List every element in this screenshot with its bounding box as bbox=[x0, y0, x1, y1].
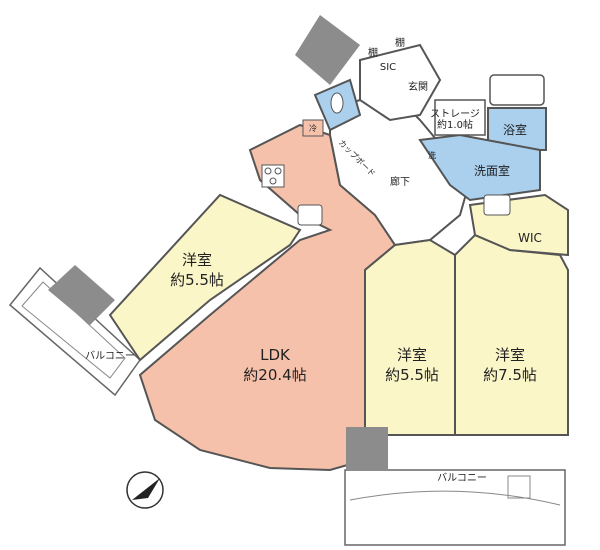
toilet-icon bbox=[330, 92, 344, 114]
hallway-label: 廊下 bbox=[390, 175, 410, 188]
stove-icon bbox=[261, 164, 285, 188]
western-room-2-name: 洋室 bbox=[397, 346, 427, 364]
room-western-1 bbox=[108, 193, 302, 362]
western-room-1-name: 洋室 bbox=[182, 251, 212, 269]
pillar-left bbox=[48, 265, 115, 325]
storage-label: ストレージ bbox=[430, 109, 480, 120]
western-room-3-name: 洋室 bbox=[495, 346, 525, 364]
washroom-label: 洗面室 bbox=[474, 163, 510, 178]
balcony-left-label: バルコニー bbox=[85, 350, 135, 362]
storage bbox=[434, 99, 486, 136]
fridge-space bbox=[302, 119, 324, 137]
washbasin-icon bbox=[483, 194, 511, 216]
bath-label: 浴室 bbox=[503, 122, 527, 137]
room-western-3 bbox=[454, 233, 569, 436]
western-room-3-size: 約7.5帖 bbox=[483, 366, 537, 384]
compass-icon bbox=[126, 471, 164, 509]
shelf-label-2: 棚 bbox=[395, 36, 405, 49]
room-western-2 bbox=[364, 238, 456, 436]
pillar-top bbox=[295, 15, 360, 85]
fridge-label: 冷 bbox=[309, 123, 317, 133]
sink-icon bbox=[297, 204, 323, 226]
western-room-2-size: 約5.5帖 bbox=[385, 366, 439, 384]
entrance bbox=[359, 43, 442, 122]
western-room-1-size: 約5.5帖 bbox=[170, 271, 224, 289]
wic-label: WIC bbox=[518, 231, 542, 245]
bathtub-icon bbox=[489, 74, 545, 106]
storage-size: 約1.0帖 bbox=[437, 118, 473, 131]
sic-label: SIC bbox=[380, 62, 396, 73]
balcony-bottom-label: バルコニー bbox=[437, 472, 487, 484]
entrance-label: 玄関 bbox=[408, 80, 428, 93]
shelf-label-1: 棚 bbox=[368, 46, 378, 59]
balcony-bottom bbox=[344, 469, 566, 546]
ldk-size: 約20.4帖 bbox=[243, 366, 306, 384]
washer-label: 洗 bbox=[428, 150, 436, 160]
pillar-bottom bbox=[346, 427, 388, 469]
ldk-name: LDK bbox=[260, 346, 291, 364]
